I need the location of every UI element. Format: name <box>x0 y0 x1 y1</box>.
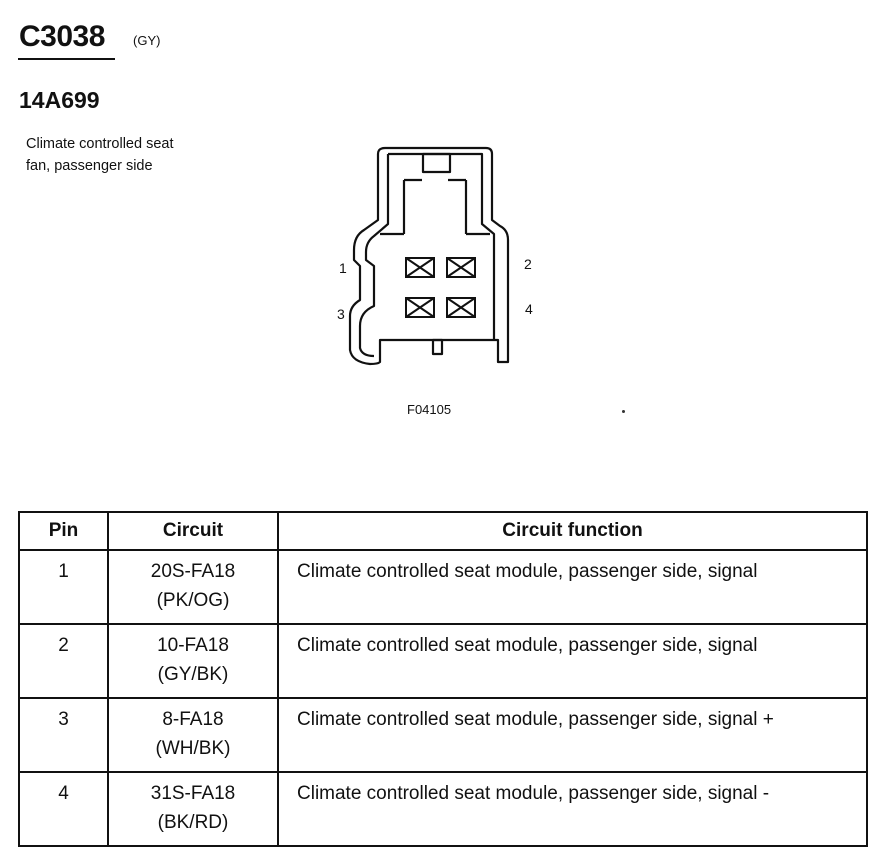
scan-speck <box>622 410 625 413</box>
connector-id-underline <box>18 58 115 60</box>
pin-number: 1 <box>18 549 109 625</box>
circuit-id: 10-FA18 <box>157 635 229 656</box>
latch-tab <box>421 152 452 174</box>
pin-cavity-1 <box>405 257 435 278</box>
pin-cavity-2 <box>446 257 476 278</box>
circuit-cell: 31S-FA18 (BK/RD) <box>107 771 279 847</box>
connector-housing-outer <box>348 146 510 366</box>
circuit-function: Climate controlled seat module, passenge… <box>277 697 868 773</box>
circuit-id: 20S-FA18 <box>150 561 236 582</box>
circuit-function: Climate controlled seat module, passenge… <box>277 623 868 699</box>
pin-cavity-3 <box>405 297 435 318</box>
pin-number: 2 <box>18 623 109 699</box>
table-row: 3 8-FA18 (WH/BK) Climate controlled seat… <box>18 697 868 773</box>
bottom-peg <box>431 338 444 356</box>
pin-label-4: 4 <box>525 301 533 317</box>
pin-number: 4 <box>18 771 109 847</box>
part-number: 14A699 <box>19 87 100 113</box>
wire-color: (PK/OG) <box>156 590 230 611</box>
connector-housing-inner <box>358 152 496 358</box>
pin-label-3: 3 <box>337 306 345 322</box>
connector-color: (GY) <box>133 33 161 48</box>
table-row: 1 20S-FA18 (PK/OG) Climate controlled se… <box>18 549 868 625</box>
circuit-cell: 8-FA18 (WH/BK) <box>107 697 279 773</box>
connector-description: Climate controlled seat fan, passenger s… <box>26 136 174 174</box>
connector-id: C3038 <box>19 20 105 53</box>
circuit-id: 8-FA18 <box>162 709 224 730</box>
pin-cavity-4 <box>446 297 476 318</box>
table-row: 4 31S-FA18 (BK/RD) Climate controlled se… <box>18 771 868 847</box>
table-header-row: Pin Circuit Circuit function <box>18 511 868 551</box>
pin-number: 3 <box>18 697 109 773</box>
pin-label-1: 1 <box>339 260 347 276</box>
latch-channel <box>402 178 468 234</box>
header-pin: Pin <box>18 511 109 551</box>
circuit-cell: 10-FA18 (GY/BK) <box>107 623 279 699</box>
figure-code: F04105 <box>407 402 452 417</box>
connector-face-diagram <box>348 146 510 366</box>
circuit-cell: 20S-FA18 (PK/OG) <box>107 549 279 625</box>
wire-color: (WH/BK) <box>155 738 231 759</box>
wire-color: (GY/BK) <box>157 664 229 685</box>
header-circuit-function: Circuit function <box>277 511 868 551</box>
header-circuit: Circuit <box>107 511 279 551</box>
circuit-function: Climate controlled seat module, passenge… <box>277 771 868 847</box>
pin-label-2: 2 <box>524 256 532 272</box>
wire-color: (BK/RD) <box>157 812 229 833</box>
pin-table: Pin Circuit Circuit function 1 20S-FA18 … <box>18 511 868 847</box>
circuit-function: Climate controlled seat module, passenge… <box>277 549 868 625</box>
circuit-id: 31S-FA18 <box>150 783 236 804</box>
table-row: 2 10-FA18 (GY/BK) Climate controlled sea… <box>18 623 868 699</box>
